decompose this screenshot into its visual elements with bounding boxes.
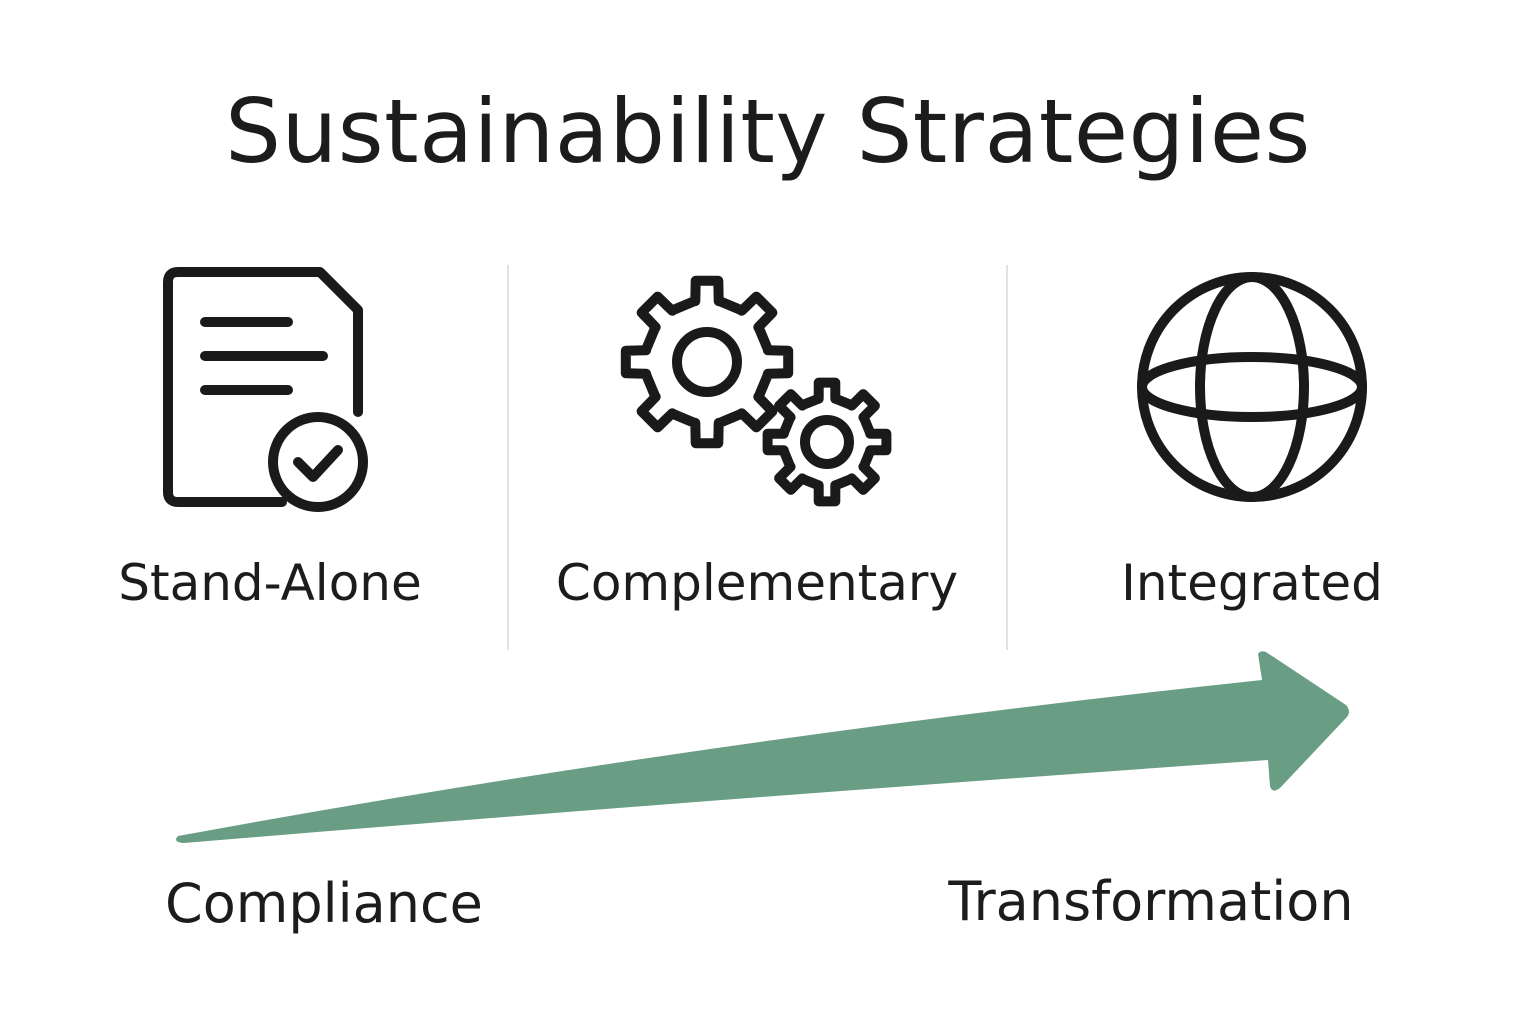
strategy-label: Stand-Alone (118, 554, 422, 612)
globe-icon (1137, 272, 1367, 502)
column-divider (1006, 265, 1008, 650)
document-check-icon (163, 267, 368, 512)
gears-icon (620, 275, 892, 507)
strategy-integrated: Integrated (1012, 262, 1492, 652)
diagram-title: Sustainability Strategies (225, 80, 1311, 183)
end-label: Transformation (948, 870, 1354, 933)
strategy-label: Complementary (555, 554, 959, 612)
strategy-stand-alone: Stand-Alone (60, 262, 480, 652)
strategy-label: Integrated (1121, 554, 1383, 612)
column-divider (507, 265, 509, 650)
strategy-complementary: Complementary (512, 262, 1002, 652)
arrow-shape (176, 651, 1349, 843)
start-label: Compliance (165, 872, 483, 935)
